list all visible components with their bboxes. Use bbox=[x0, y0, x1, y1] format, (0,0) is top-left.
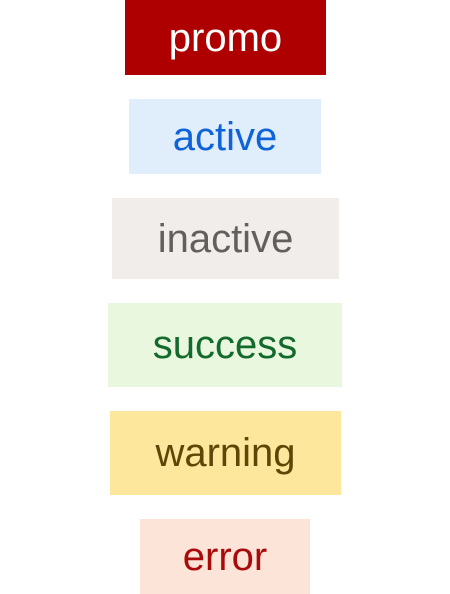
success-badge: success bbox=[108, 303, 342, 387]
active-badge: active bbox=[129, 99, 321, 174]
error-badge: error bbox=[140, 519, 310, 594]
warning-badge: warning bbox=[110, 411, 341, 495]
inactive-badge: inactive bbox=[112, 198, 339, 279]
promo-badge: promo bbox=[125, 0, 326, 75]
